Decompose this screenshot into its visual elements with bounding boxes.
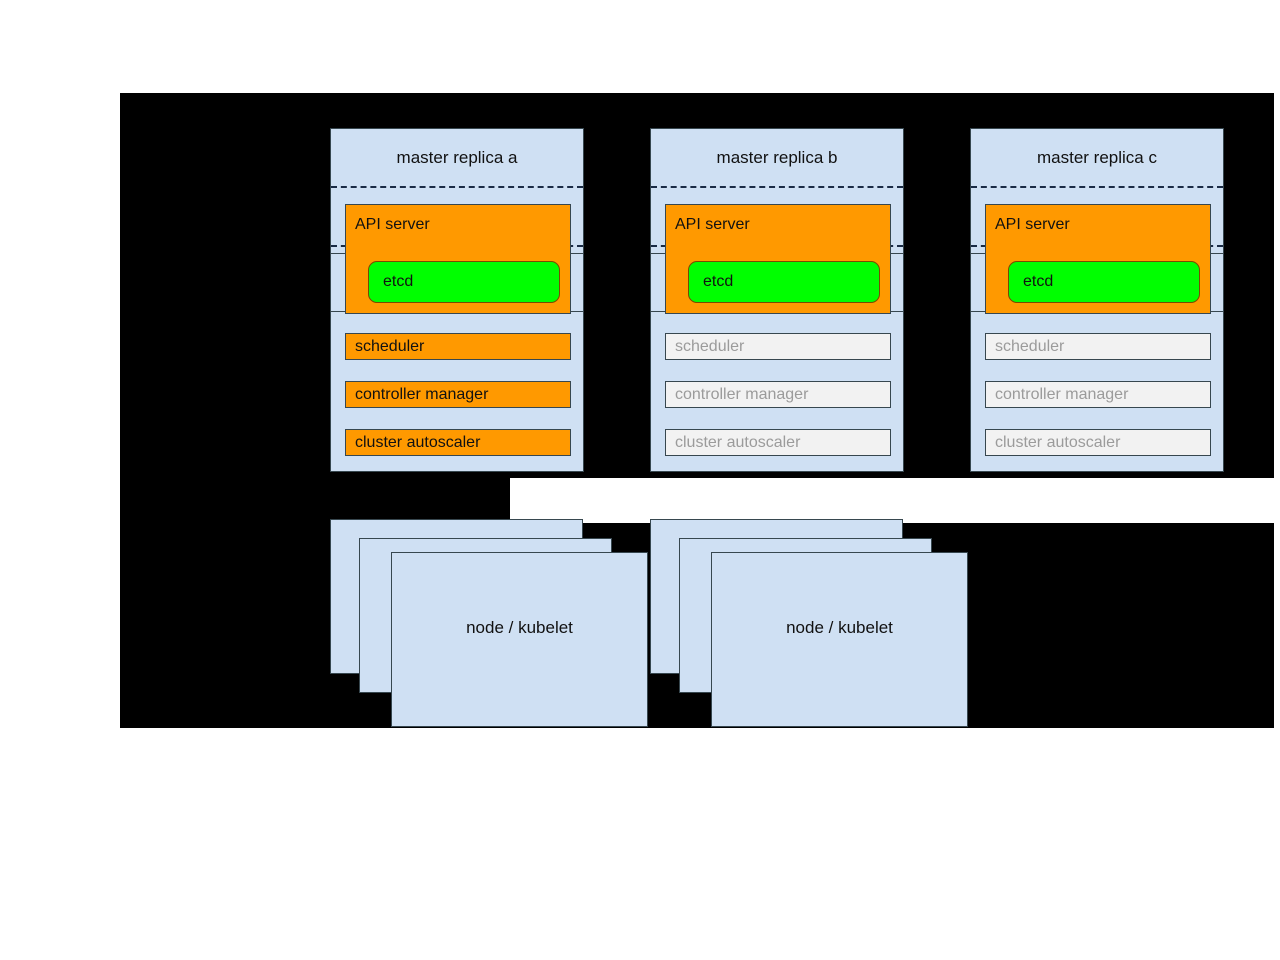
master-replica-c-scheduler-label: scheduler — [995, 337, 1065, 355]
master-replica-b-etcd-label: etcd — [703, 273, 734, 290]
master-replica-a-etcd-label: etcd — [383, 273, 414, 290]
master-replica-b-cluster-autoscaler-label: cluster autoscaler — [675, 433, 801, 451]
master-replica-c-divider-top — [971, 186, 1223, 188]
master-replica-c[interactable]: master replica c API server etcd schedul… — [970, 128, 1224, 472]
master-replica-c-cluster-autoscaler[interactable]: cluster autoscaler — [985, 429, 1211, 456]
master-replica-b-controller-manager-label: controller manager — [675, 385, 809, 403]
node-group-2[interactable]: node / kubelet — [650, 519, 970, 729]
master-replica-b-cluster-autoscaler[interactable]: cluster autoscaler — [665, 429, 891, 456]
master-replica-c-title: master replica c — [1037, 148, 1157, 167]
master-replica-a-divider-top — [331, 186, 583, 188]
master-replica-c-controller-manager[interactable]: controller manager — [985, 381, 1211, 408]
master-replica-b-divider-top — [651, 186, 903, 188]
master-replica-a-title: master replica a — [396, 148, 518, 167]
master-replica-c-api-server[interactable]: API server etcd — [985, 204, 1211, 314]
node-group-2-sheet-front[interactable]: node / kubelet — [711, 552, 968, 727]
master-replica-a-etcd[interactable]: etcd — [368, 261, 560, 303]
master-replica-a-api-server[interactable]: API server etcd — [345, 204, 571, 314]
master-replica-c-controller-manager-label: controller manager — [995, 385, 1129, 403]
master-replica-b-title: master replica b — [716, 148, 838, 167]
master-replica-b-controller-manager[interactable]: controller manager — [665, 381, 891, 408]
node-group-2-label: node / kubelet — [786, 618, 893, 637]
master-replica-a-cluster-autoscaler-label: cluster autoscaler — [355, 433, 481, 451]
master-replica-a-scheduler-label: scheduler — [355, 337, 425, 355]
master-replica-b-scheduler-label: scheduler — [675, 337, 745, 355]
master-replica-a-cluster-autoscaler[interactable]: cluster autoscaler — [345, 429, 571, 456]
master-replica-b-etcd[interactable]: etcd — [688, 261, 880, 303]
master-replica-a[interactable]: master replica a API server etcd schedul… — [330, 128, 584, 472]
master-replica-a-api-server-label: API server — [355, 216, 430, 233]
master-replica-b-api-server-label: API server — [675, 216, 750, 233]
master-replica-a-scheduler[interactable]: scheduler — [345, 333, 571, 360]
master-replica-c-etcd[interactable]: etcd — [1008, 261, 1200, 303]
master-replica-c-etcd-label: etcd — [1023, 273, 1054, 290]
master-replica-c-cluster-autoscaler-label: cluster autoscaler — [995, 433, 1121, 451]
master-replica-b[interactable]: master replica b API server etcd schedul… — [650, 128, 904, 472]
node-group-1-label: node / kubelet — [466, 618, 573, 637]
master-replica-a-controller-manager-label: controller manager — [355, 385, 489, 403]
master-replica-c-api-server-label: API server — [995, 216, 1070, 233]
node-group-1[interactable]: node / kubelet — [330, 519, 650, 729]
master-replica-c-scheduler[interactable]: scheduler — [985, 333, 1211, 360]
node-group-1-sheet-front[interactable]: node / kubelet — [391, 552, 648, 727]
master-replica-a-controller-manager[interactable]: controller manager — [345, 381, 571, 408]
master-replica-b-api-server[interactable]: API server etcd — [665, 204, 891, 314]
master-replica-b-scheduler[interactable]: scheduler — [665, 333, 891, 360]
backdrop-white-gap — [510, 478, 1274, 523]
